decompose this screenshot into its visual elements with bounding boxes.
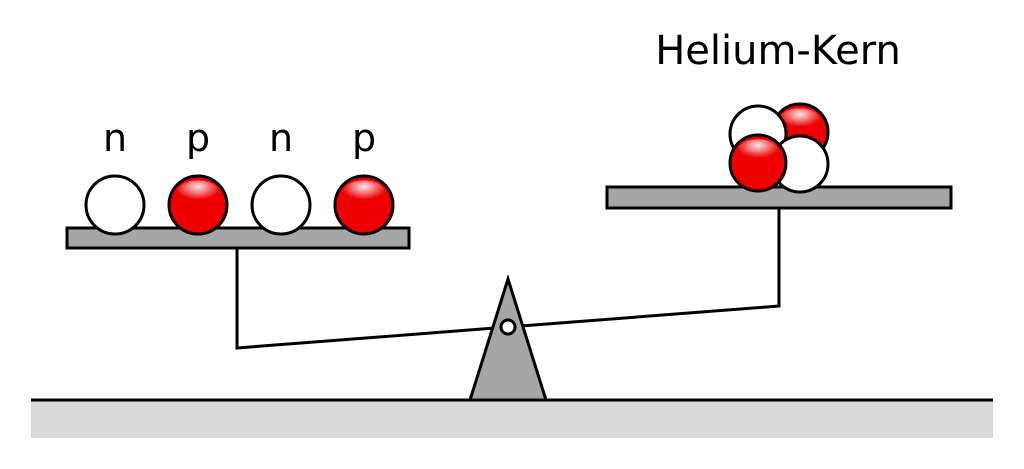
neutron-highlight	[94, 180, 136, 204]
particle-label-2: n	[269, 116, 293, 160]
proton-highlight	[343, 180, 385, 204]
right-pan	[605, 185, 953, 210]
neutron-highlight	[779, 140, 821, 163]
neutron-highlight	[260, 180, 302, 204]
ground	[31, 400, 993, 438]
left-neutron-0	[84, 174, 146, 236]
particle-label-3: p	[352, 116, 376, 160]
left-neutron-2	[250, 174, 312, 236]
particle-label-0: n	[103, 116, 127, 160]
proton-highlight	[779, 108, 821, 131]
fulcrum	[467, 273, 549, 402]
particle-label-1: p	[186, 116, 210, 160]
helium-nucleus	[728, 102, 830, 194]
pivot	[499, 318, 517, 336]
nucleus-neutron-3	[770, 134, 830, 194]
helium-nucleus-title: Helium-Kern	[655, 28, 901, 74]
nucleus-proton-2	[728, 133, 788, 193]
left-proton-3	[333, 174, 395, 236]
left-pan	[65, 226, 411, 250]
neutron-highlight	[737, 110, 779, 133]
proton-highlight	[177, 180, 219, 204]
left-proton-1	[167, 174, 229, 236]
proton-highlight	[737, 139, 779, 162]
